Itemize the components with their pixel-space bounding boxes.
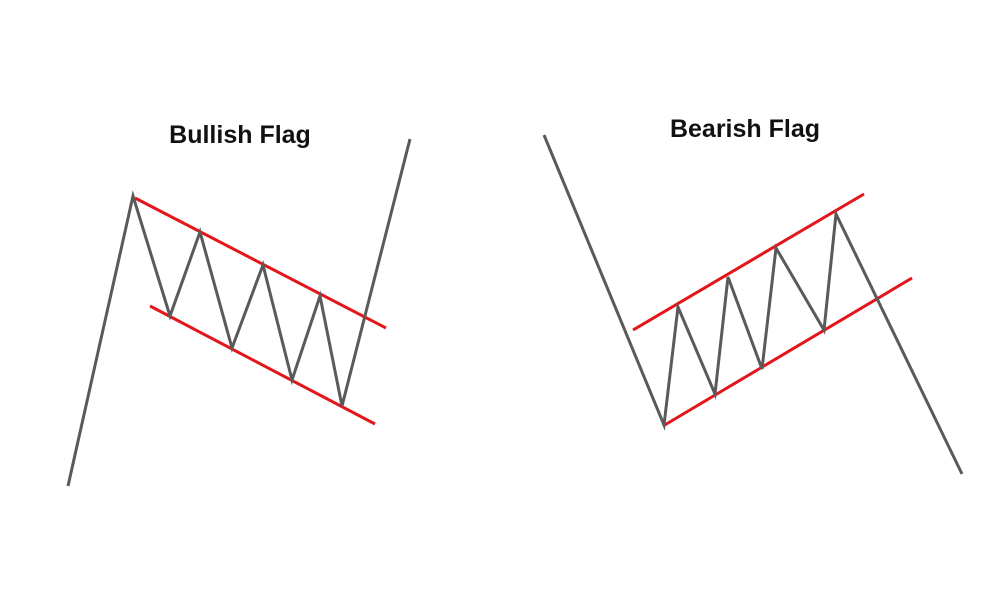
bearish-flag-title: Bearish Flag: [669, 115, 821, 143]
bearish-lower-channel-line: [662, 276, 913, 428]
bullish-upper-channel-line: [134, 196, 387, 330]
bearish-upper-channel-line: [632, 192, 865, 332]
bullish-price-line: [66, 138, 412, 487]
bullish-flag-title: Bullish Flag: [169, 121, 311, 149]
bearish-flag: [542, 134, 964, 475]
bullish-flag: [66, 138, 412, 487]
bearish-price-line: [542, 134, 964, 475]
bullish-lower-channel-line: [149, 304, 376, 426]
